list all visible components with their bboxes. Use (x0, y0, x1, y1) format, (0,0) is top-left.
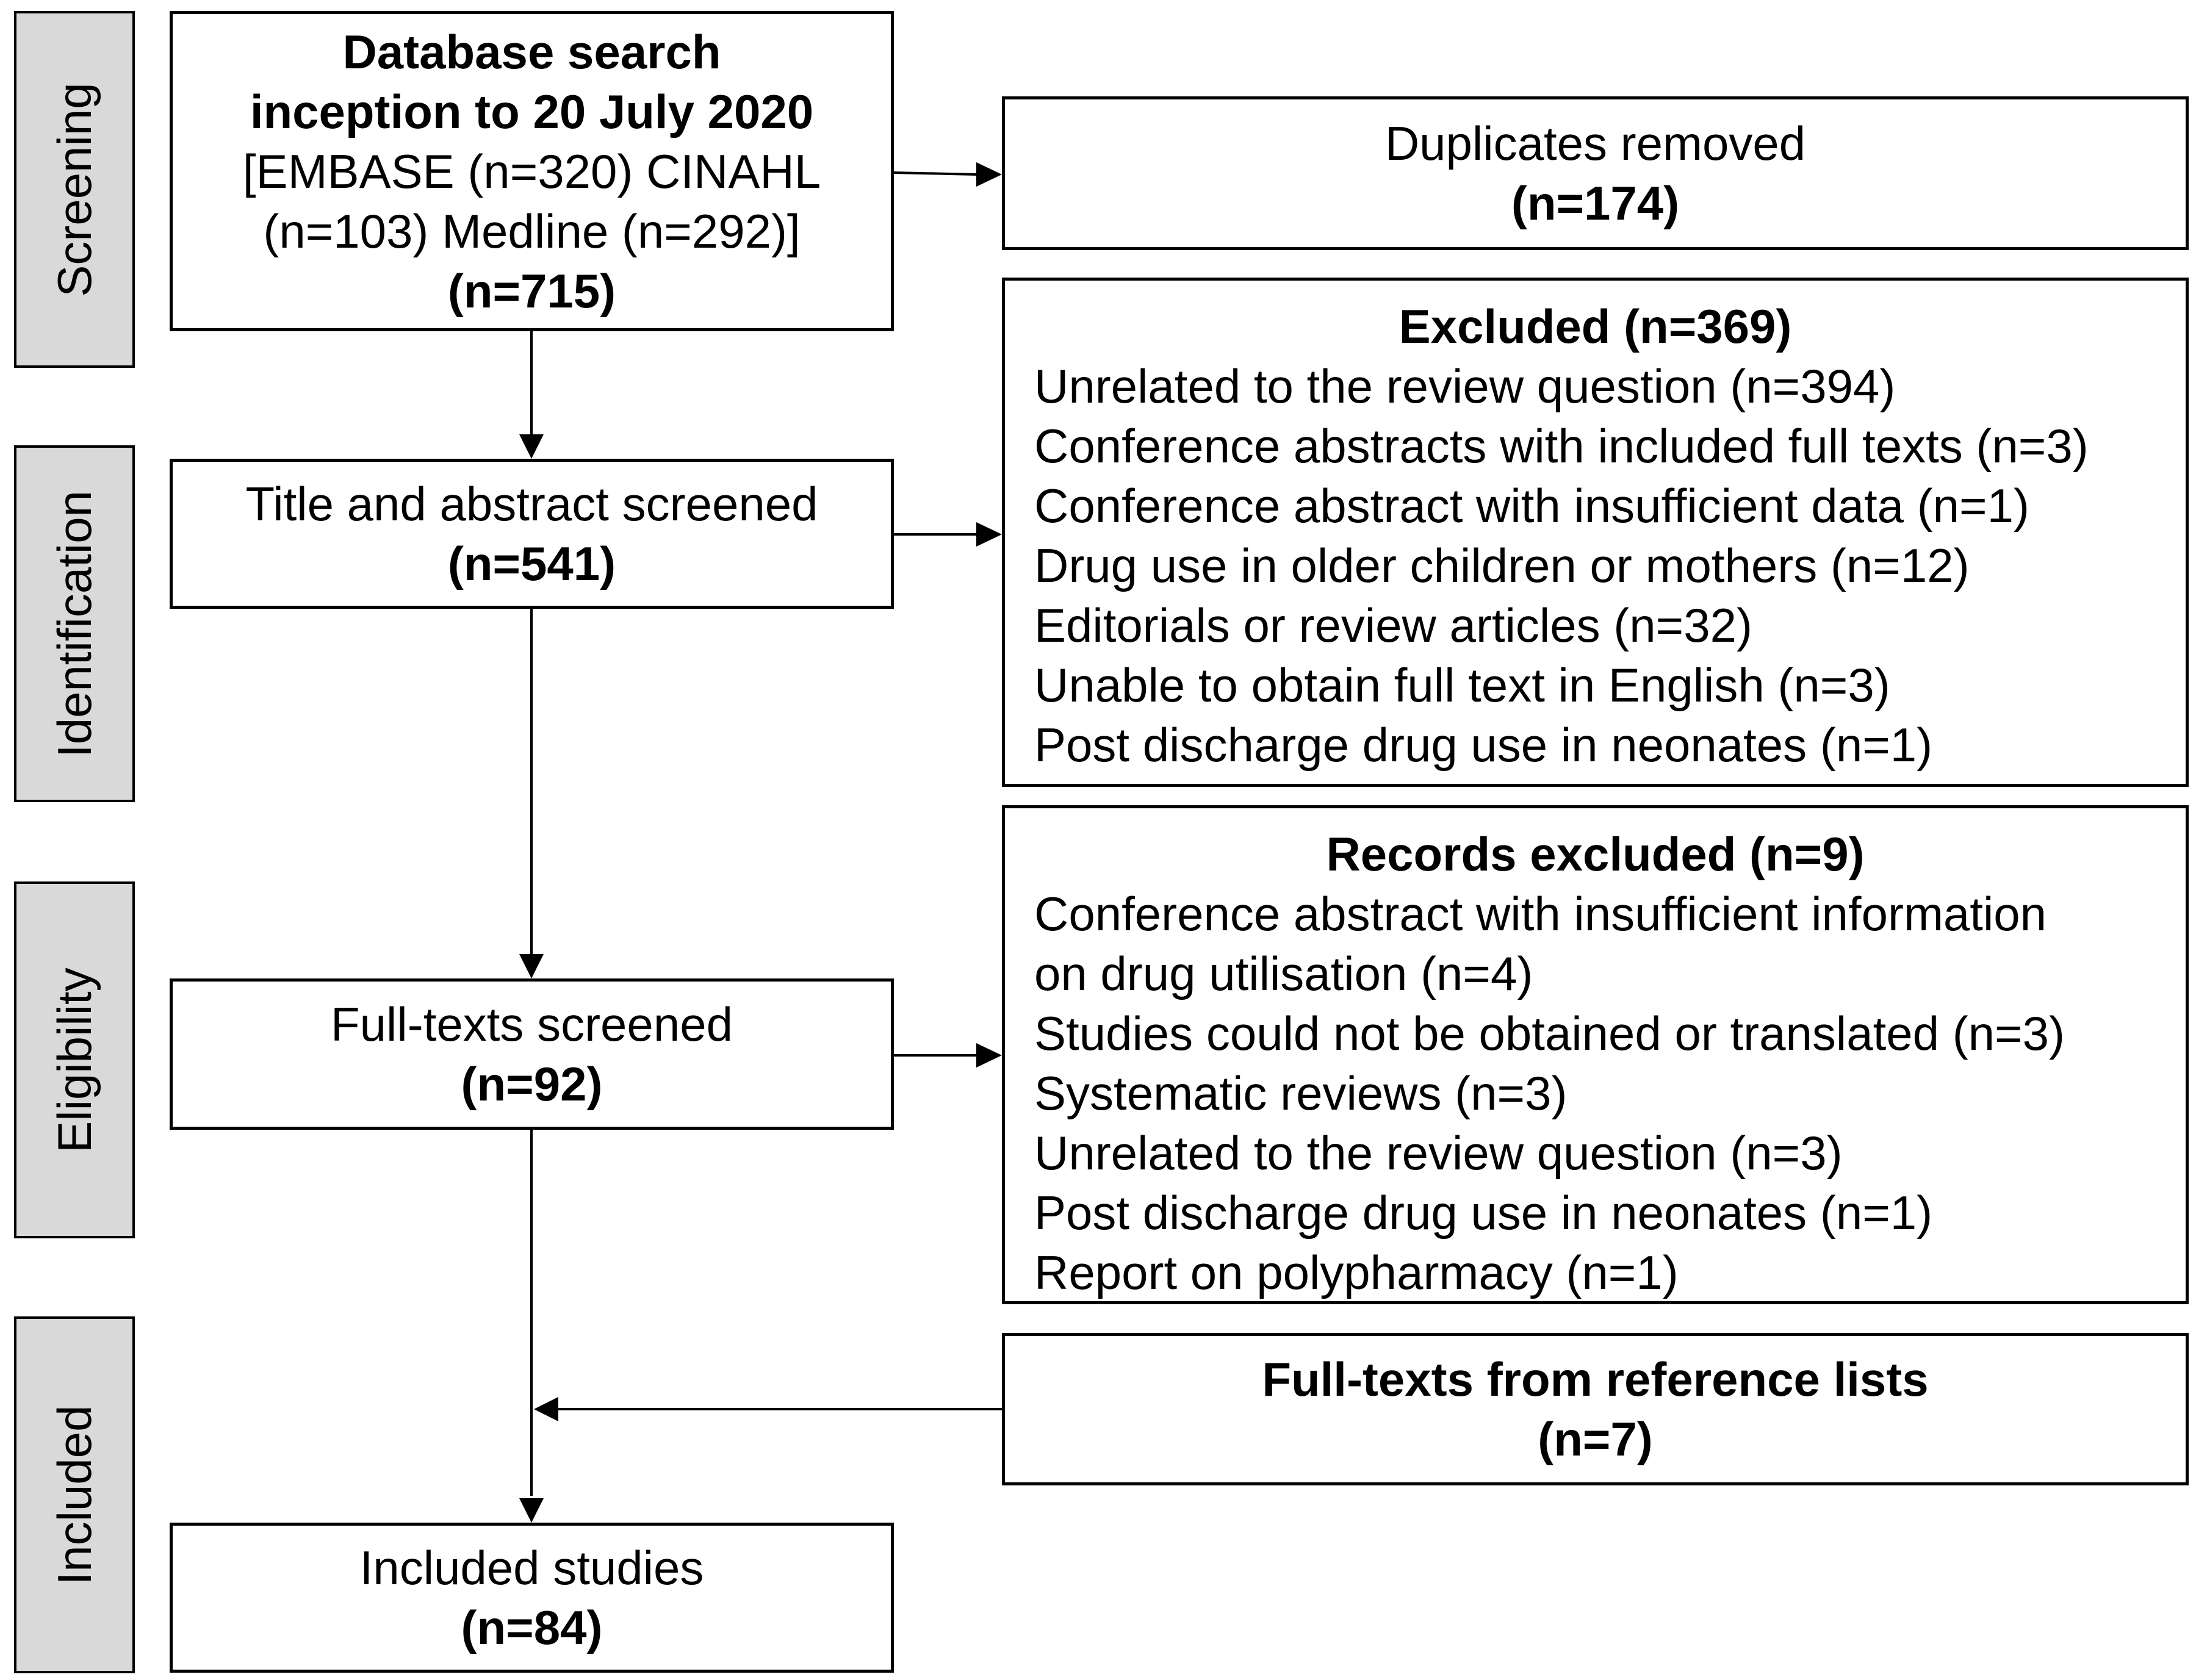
excluded-item: Drug use in older children or mothers (n… (1034, 539, 1970, 592)
stage-screening-label: Screening (48, 82, 101, 297)
database-search-title-line1: Database search (342, 24, 721, 79)
records-excluded-item: Systematic reviews (n=3) (1034, 1066, 1568, 1120)
excluded-item: Editorials or review articles (n=32) (1034, 598, 1752, 652)
excluded-item: Unrelated to the review question (n=394) (1034, 359, 1896, 413)
title-abstract-screened-box: Title and abstract screened (n=541) (170, 459, 894, 609)
full-texts-screened-box: Full-texts screened (n=92) (170, 978, 894, 1130)
excluded-item: Post discharge drug use in neonates (n=1… (1034, 718, 1933, 772)
database-sources-line2: (n=103) Medline (n=292)] (263, 204, 801, 258)
stage-eligibility: Eligibility (14, 881, 135, 1238)
reference-lists-count: (n=7) (1538, 1412, 1653, 1466)
reference-lists-box: Full-texts from reference lists (n=7) (1002, 1333, 2189, 1485)
records-excluded-item: on drug utilisation (n=4) (1034, 947, 1533, 1000)
records-excluded-heading: Records excluded (n=9) (1326, 827, 1865, 881)
database-sources-line1: [EMBASE (n=320) CINAHL (242, 144, 821, 198)
included-studies-count: (n=84) (461, 1601, 603, 1654)
excluded-item: Unable to obtain full text in English (n… (1034, 658, 1890, 712)
excluded-heading: Excluded (n=369) (1399, 300, 1792, 353)
records-excluded-item: Unrelated to the review question (n=3) (1034, 1126, 1843, 1180)
duplicates-removed-box: Duplicates removed (n=174) (1002, 96, 2189, 250)
arrowhead-included (519, 1498, 544, 1523)
full-texts-screened-count: (n=92) (461, 1057, 603, 1111)
stage-identification: Identification (14, 445, 135, 802)
database-search-count: (n=715) (447, 264, 616, 318)
arrowhead-title-abstract (519, 434, 544, 459)
database-search-box: Database search inception to 20 July 202… (170, 11, 894, 331)
records-excluded-item: Studies could not be obtained or transla… (1034, 1007, 2065, 1060)
records-excluded-item: Report on polypharmacy (n=1) (1034, 1246, 1679, 1299)
database-search-title-line2: inception to 20 July 2020 (250, 84, 814, 138)
arrowhead-duplicates (976, 162, 1002, 187)
duplicates-removed-count: (n=174) (1511, 176, 1680, 230)
excluded-box: Excluded (n=369) Unrelated to the review… (1002, 278, 2189, 787)
arrowhead-records-excluded (976, 1043, 1002, 1068)
stage-included: Included (14, 1316, 135, 1673)
excluded-item: Conference abstracts with included full … (1034, 419, 2089, 473)
stage-identification-label: Identification (48, 490, 101, 758)
included-studies-label: Included studies (359, 1541, 704, 1595)
records-excluded-item: Post discharge drug use in neonates (n=1… (1034, 1186, 1933, 1240)
title-abstract-screened-count: (n=541) (447, 537, 616, 591)
records-excluded-box: Records excluded (n=9) Conference abstra… (1002, 805, 2189, 1304)
reference-lists-label: Full-texts from reference lists (1262, 1352, 1929, 1406)
stage-included-label: Included (48, 1405, 101, 1585)
arrowhead-reference-lists (534, 1397, 558, 1421)
arrowhead-full-texts (519, 954, 544, 978)
stage-eligibility-label: Eligibility (48, 967, 101, 1153)
stage-screening: Screening (14, 11, 135, 368)
duplicates-removed-label: Duplicates removed (1384, 117, 1806, 170)
arrow-search-to-duplicates (893, 171, 977, 176)
arrowhead-excluded-1 (976, 522, 1002, 547)
included-studies-box: Included studies (n=84) (170, 1523, 894, 1673)
title-abstract-screened-label: Title and abstract screened (245, 477, 818, 531)
full-texts-screened-label: Full-texts screened (331, 997, 733, 1051)
records-excluded-item: Conference abstract with insufficient in… (1034, 887, 2047, 941)
excluded-item: Conference abstract with insufficient da… (1034, 479, 2029, 533)
